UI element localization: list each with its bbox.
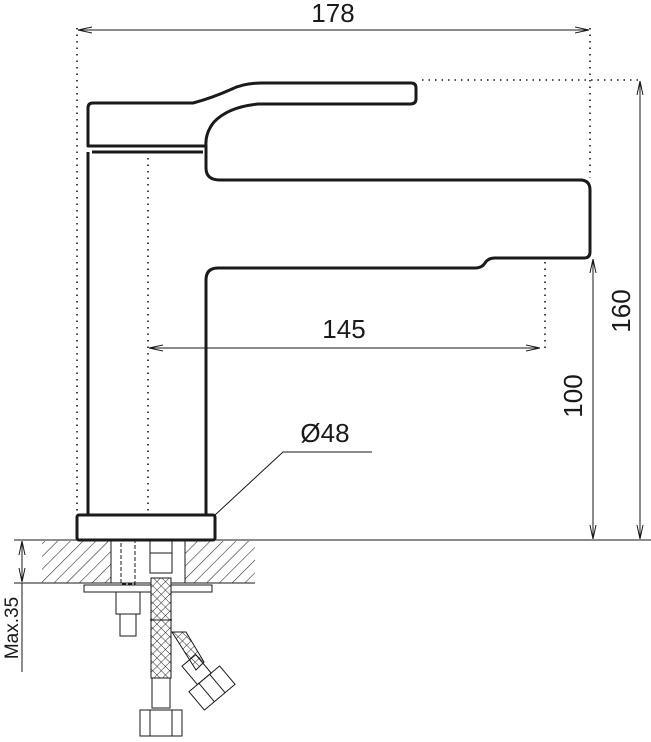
dimension-label-145: 145 [322,314,365,344]
dimension-max-counter-thickness: Max.35 [2,541,23,672]
supply-hoses [139,540,236,737]
dimension-label-160: 160 [606,289,636,332]
dimension-overall-length: 178 [76,0,591,512]
dimension-spout-reach: 145 [147,158,546,512]
dimension-label-100: 100 [558,374,588,417]
faucet-outline [75,81,592,542]
dimension-base-diameter: Ø48 [214,418,372,516]
dimension-spout-height: 100 [558,259,593,539]
dimension-overall-height: 160 [422,79,642,539]
mounting-stud [115,540,141,637]
dimension-label-178: 178 [311,0,354,28]
countertop-section [14,539,651,593]
dimension-label-max35: Max.35 [2,597,23,659]
dimension-label-d48: Ø48 [300,418,349,448]
